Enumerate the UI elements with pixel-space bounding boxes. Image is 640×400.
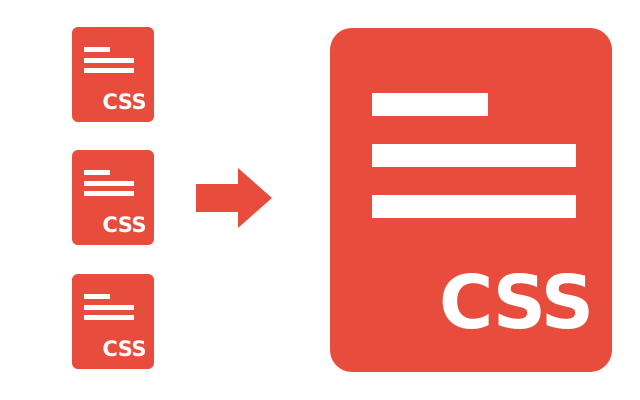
text-line: [372, 195, 576, 218]
file-type-label: CSS: [102, 337, 146, 361]
file-type-label: CSS: [439, 260, 594, 346]
css-file-icon-2: CSS: [72, 150, 154, 245]
text-line: [84, 305, 134, 310]
text-line: [84, 294, 110, 299]
file-type-label: CSS: [102, 213, 146, 237]
text-line: [84, 181, 134, 186]
text-line: [84, 58, 134, 63]
text-line: [84, 68, 134, 73]
css-file-icon-3: CSS: [72, 274, 154, 369]
css-file-icon-1: CSS: [72, 27, 154, 122]
text-line: [84, 315, 134, 320]
file-type-label: CSS: [102, 90, 146, 114]
text-line: [372, 144, 576, 167]
arrow-right-icon: [196, 168, 272, 228]
text-line: [84, 47, 110, 52]
text-line: [372, 93, 488, 116]
text-line: [84, 170, 110, 175]
combined-css-file-icon: CSS: [330, 28, 612, 372]
text-line: [84, 191, 134, 196]
